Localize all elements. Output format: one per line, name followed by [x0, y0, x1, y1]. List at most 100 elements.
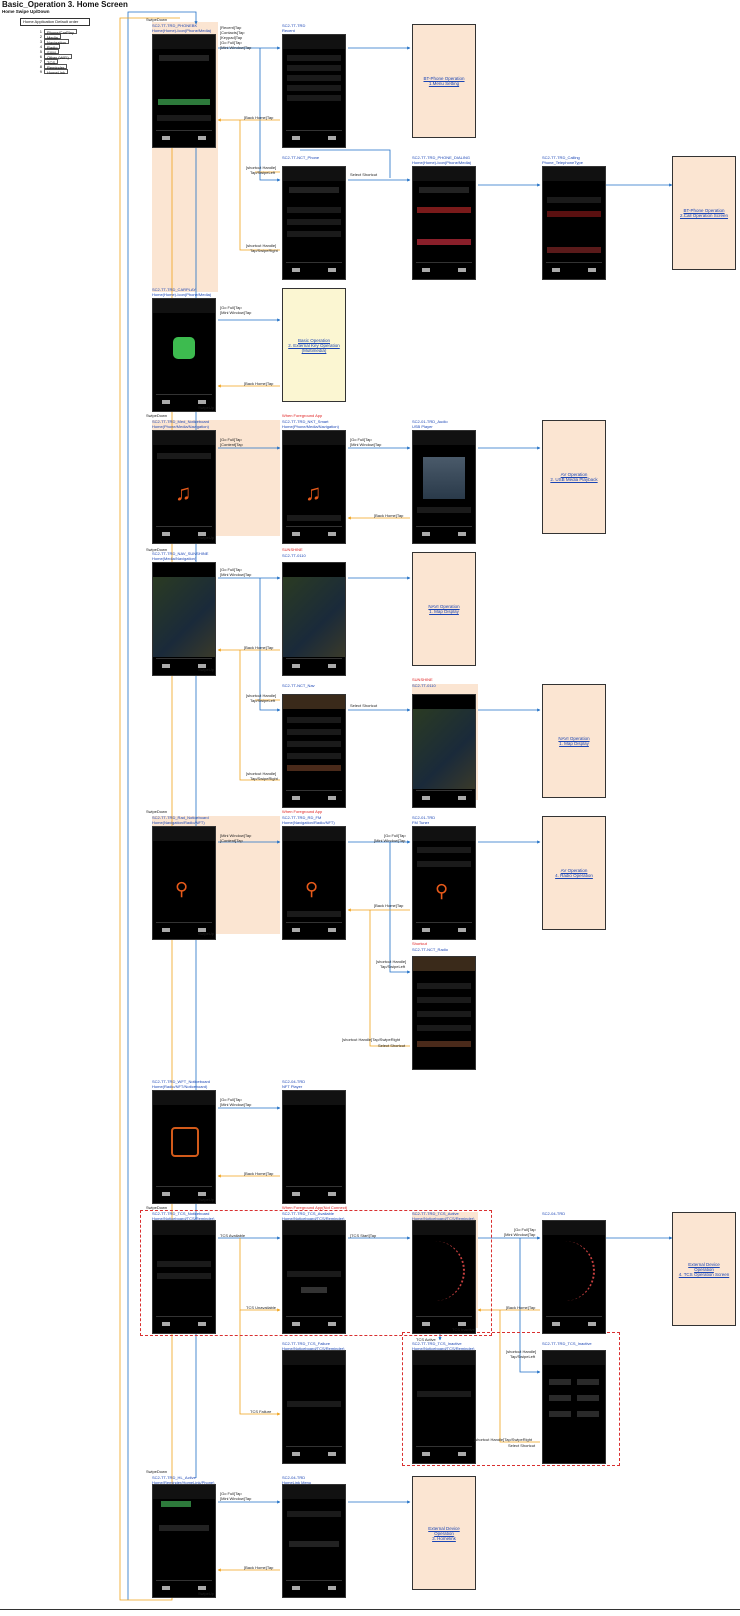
screen-homelink-menu[interactable]: [282, 1484, 346, 1598]
label-mini-window: [Mini Window]Tap: [220, 573, 251, 578]
label-tap-swipe-left: Tap/SwipeLeft: [380, 965, 405, 970]
label-swipe-down: SwipeDown: [146, 548, 167, 553]
caption-sub: NFT Player: [282, 1084, 302, 1089]
tcs-arc: [423, 1241, 465, 1301]
screen-caption: SC2-TT-TRD_WFT_NoticeboardHome(Radio/NFT…: [152, 1080, 210, 1089]
label-tap-swipe-right: Tap/SwipeRight: [250, 777, 278, 782]
music-note-icon: ♫: [305, 481, 323, 505]
label-tap-swipe-left: Tap/SwipeLeft: [250, 699, 275, 704]
screen-nav-shortcut[interactable]: [282, 694, 346, 808]
album-art: [423, 457, 465, 499]
caption-sub: Home(Home)-Icon(Phone/Media): [152, 28, 211, 33]
label-select-shortcut: Select Shortcut: [508, 1444, 535, 1449]
caption-id: SC2-04-TRD: [542, 1211, 565, 1216]
caption-id: SC2-TT-TRD_TCS_Inactive: [542, 1341, 592, 1346]
screen-nft-home[interactable]: [152, 1090, 216, 1204]
dest-line: 2.Call Operation Screen: [680, 213, 728, 218]
carplay-icon: [173, 337, 195, 359]
caption-id: SC2-TT-NCT_Nav: [282, 683, 315, 688]
label-select-shortcut: Select Shortcut: [378, 1044, 405, 1049]
nft-icon: [171, 1127, 199, 1157]
label-shortcut-swipe-right: [shortcut Handle]Tap/SwipeRight: [342, 1038, 400, 1043]
label-mini-window: [Mini Window]Tap: [220, 1497, 251, 1502]
label-mini-window: [Mini Window]Tap: [220, 311, 251, 316]
caption-sub: Phone_TelephoneType: [542, 160, 583, 165]
label-tcs-available: TCS Available: [220, 1234, 245, 1239]
screen-nav-map[interactable]: [282, 562, 346, 676]
label-back-home: [Back Home]Tap: [374, 904, 403, 909]
screen-radio-home[interactable]: ⚲: [152, 826, 216, 940]
screen-tcs-shortcut[interactable]: [542, 1350, 606, 1464]
caption-id: SC2-TT-NCT_Phone: [282, 155, 319, 160]
screen-tcs-failure[interactable]: [282, 1350, 346, 1464]
caption-sub: Home(Home)-Icon(Phone/Media): [152, 292, 211, 297]
note-foreground-tcs: When Foreground App(Not Connect): [282, 1206, 347, 1211]
radio-tower-icon: ⚲: [435, 879, 453, 903]
caption-sub: Home(Navigation/Radio/NFT): [282, 820, 335, 825]
label-content-tap: [Content]Tap: [220, 443, 243, 448]
screen-phone-dialing[interactable]: [412, 166, 476, 280]
screen-media-home[interactable]: ♫: [152, 430, 216, 544]
screen-nav-home[interactable]: [152, 562, 216, 676]
label-back-home: [Back Home]Tap: [506, 1306, 535, 1311]
label-tcs-active: TCS Active: [416, 1338, 436, 1343]
screen-phone-home[interactable]: [152, 34, 216, 148]
screen-tcs-full[interactable]: [542, 1220, 606, 1334]
screen-phone-calling[interactable]: [542, 166, 606, 280]
caption-sub: Recent: [282, 28, 295, 33]
dest-line: 3. Homelink: [432, 1536, 456, 1541]
label-swipe-up: SwipeUp: [198, 932, 214, 937]
screen-media-smart[interactable]: ♫: [282, 430, 346, 544]
dest-line: 1.Menu Setting: [429, 81, 459, 86]
label-tap-swipe-left: Tap/SwipeLeft: [250, 171, 275, 176]
screen-caption: SC2-01-TRDFM Tuner: [412, 816, 435, 825]
screen-caption: SC2-TT-TRD_TCS_Inactive: [542, 1342, 592, 1347]
screen-fm-tuner[interactable]: ⚲: [412, 826, 476, 940]
screen-radio-fm[interactable]: ⚲: [282, 826, 346, 940]
arrow-s10-s12: [260, 578, 280, 710]
screen-nav-map-2[interactable]: [412, 694, 476, 808]
label-shortcut-swipe-right: [shortcut Handle]Tap/SwipeRight: [474, 1438, 532, 1443]
screen-caption: SC2-TT-TRD_PHONE_DIALINGHome(Home)-Icon(…: [412, 156, 471, 165]
label-content-tap: [Content]Tap: [220, 839, 243, 844]
screen-tcs-inactive[interactable]: [412, 1350, 476, 1464]
label-tap-swipe-left: Tap/SwipeLeft: [510, 1355, 535, 1360]
caption-sub: Home(Media/Navigation): [152, 556, 196, 561]
label-mini-window: [Mini Window]Tap: [220, 1103, 251, 1108]
caption-id: SC2-TT-NCT_Radio: [412, 947, 448, 952]
label-swipe-down: SwipeDown: [146, 1470, 167, 1475]
screen-phone-recent[interactable]: [282, 34, 346, 148]
screen-homelink-home[interactable]: [152, 1484, 216, 1598]
screen-tcs-home[interactable]: [152, 1220, 216, 1334]
label-swipe-down: SwipeDown: [146, 18, 167, 23]
screen-tcs-active[interactable]: [412, 1220, 476, 1334]
note-shortcut: Shortcut: [412, 942, 427, 947]
screen-usb-player[interactable]: [412, 430, 476, 544]
label-swipe-up: SwipeUp: [198, 536, 214, 541]
label-swipe-up: SwipeUp: [198, 668, 214, 673]
label-back-home: [Back Home]Tap: [244, 1172, 273, 1177]
screen-caption: SC2-TT-TRD_PHONEBKHome(Home)-Icon(Phone/…: [152, 24, 211, 33]
label-tap-swipe-right: Tap/SwipeRight: [250, 249, 278, 254]
screen-radio-shortcut[interactable]: [412, 956, 476, 1070]
screen-caption: SC2-04-TRD: [542, 1212, 565, 1217]
screen-carplay[interactable]: [152, 298, 216, 412]
caption-sub: Home(Radio/NFT/Noticeboard): [152, 1084, 207, 1089]
music-note-icon: ♫: [175, 481, 193, 505]
dest-line: 2. USB Media Playback: [550, 477, 597, 482]
note-sunshine: SUNSHINE: [282, 548, 303, 553]
screen-nft-player[interactable]: [282, 1090, 346, 1204]
screen-phone-shortcut[interactable]: [282, 166, 346, 280]
screen-tcs-available[interactable]: [282, 1220, 346, 1334]
